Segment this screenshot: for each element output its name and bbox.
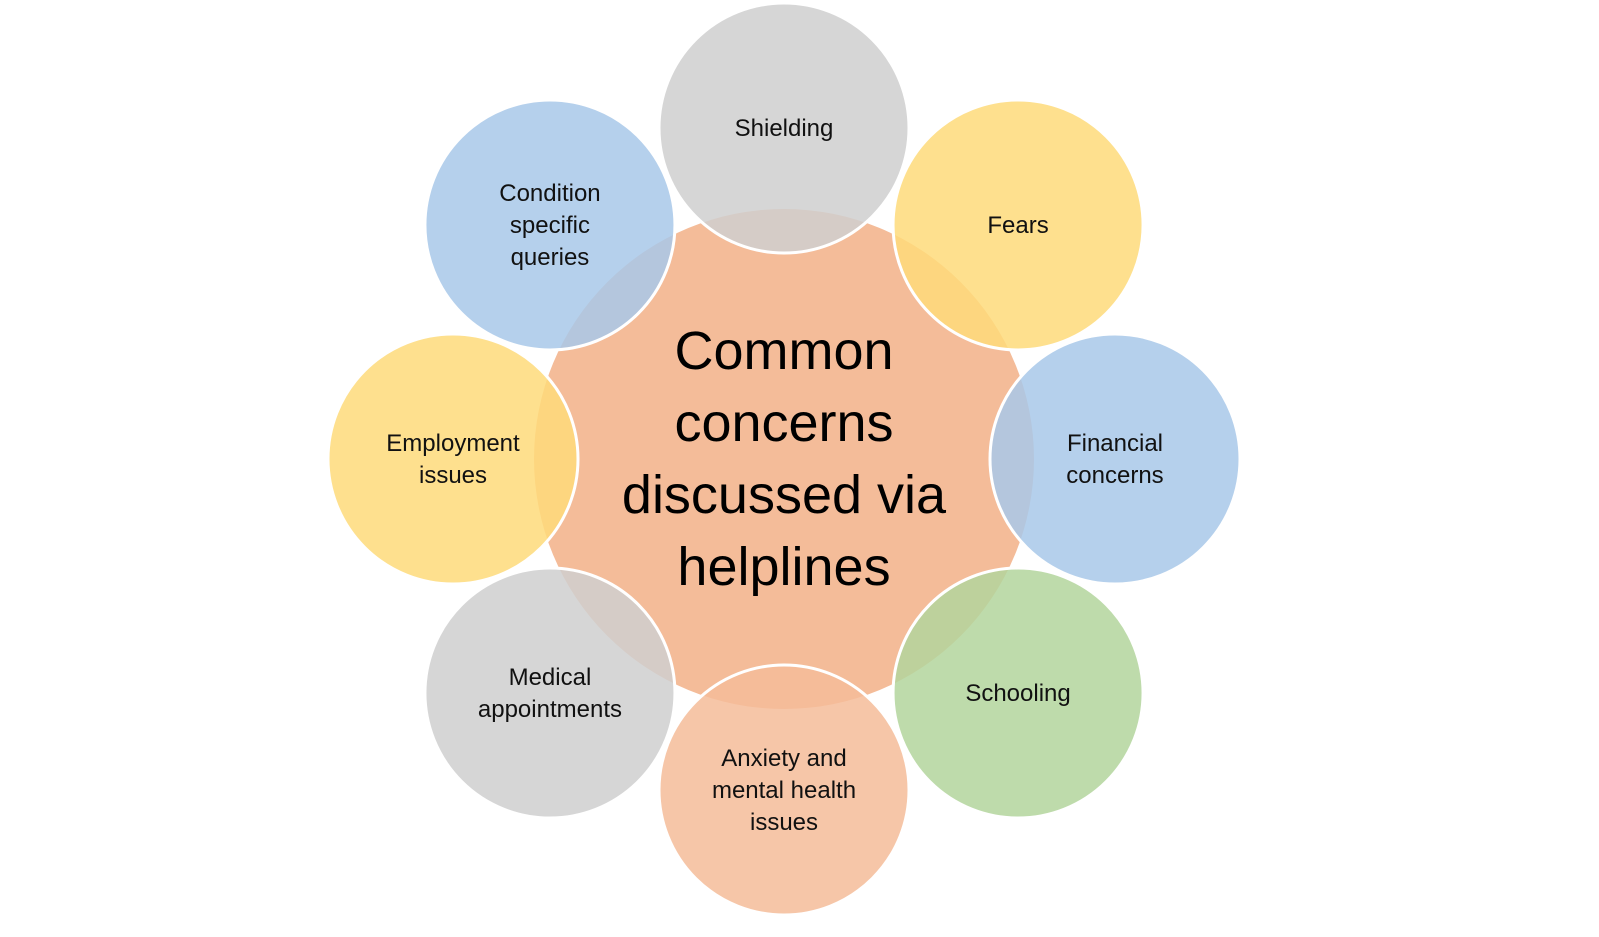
center-label-line: concerns (674, 393, 893, 453)
node-circle (988, 332, 1242, 586)
node-condition-specific-queries: Condition specific queries (423, 98, 677, 352)
node-circle (657, 1, 911, 255)
node-label-line: issues (750, 809, 818, 836)
node-label-line: concerns (1066, 462, 1163, 489)
node-label: Financial concerns (1066, 430, 1163, 489)
node-label: Schooling (965, 680, 1070, 707)
node-circle (657, 663, 911, 917)
node-label: Employment issues (386, 430, 520, 489)
node-label-line: Schooling (965, 680, 1070, 707)
node-shielding: Shielding (657, 1, 911, 255)
node-financial-concerns: Financial concerns (988, 332, 1242, 586)
center-label-line: discussed via (622, 465, 947, 525)
node-circle (423, 566, 677, 820)
node-label-line: Anxiety and (721, 745, 846, 772)
node-employment-issues: Employment issues (326, 332, 580, 586)
node-label-line: queries (511, 244, 590, 271)
node-label-line: issues (419, 462, 487, 489)
node-label-line: Financial (1067, 430, 1163, 457)
node-circle (423, 98, 677, 352)
node-circle (891, 566, 1145, 820)
node-anxiety-mental-health: Anxiety and mental health issues (657, 663, 911, 917)
node-circle (891, 98, 1145, 352)
center-circle (534, 209, 1034, 709)
node-label-line: Shielding (735, 115, 834, 142)
center-label-line: Common (674, 321, 893, 381)
node-label-line: Employment (386, 430, 520, 457)
node-label: Fears (987, 212, 1048, 239)
node-fears: Fears (891, 98, 1145, 352)
node-schooling: Schooling (891, 566, 1145, 820)
node-label-line: Condition (499, 180, 600, 207)
node-label-line: Medical (509, 664, 592, 691)
node-label-line: mental health (712, 777, 856, 804)
node-circle (326, 332, 580, 586)
center-label-line: helplines (677, 537, 890, 597)
node-label: Medical appointments (478, 664, 622, 723)
center-label: Common concerns discussed via helplines (622, 321, 947, 597)
node-label: Shielding (735, 115, 834, 142)
node-label-line: appointments (478, 696, 622, 723)
node-label-line: specific (510, 212, 590, 239)
node-label: Anxiety and mental health issues (712, 745, 856, 836)
node-label-line: Fears (987, 212, 1048, 239)
node-medical-appointments: Medical appointments (423, 566, 677, 820)
node-label: Condition specific queries (499, 180, 600, 271)
